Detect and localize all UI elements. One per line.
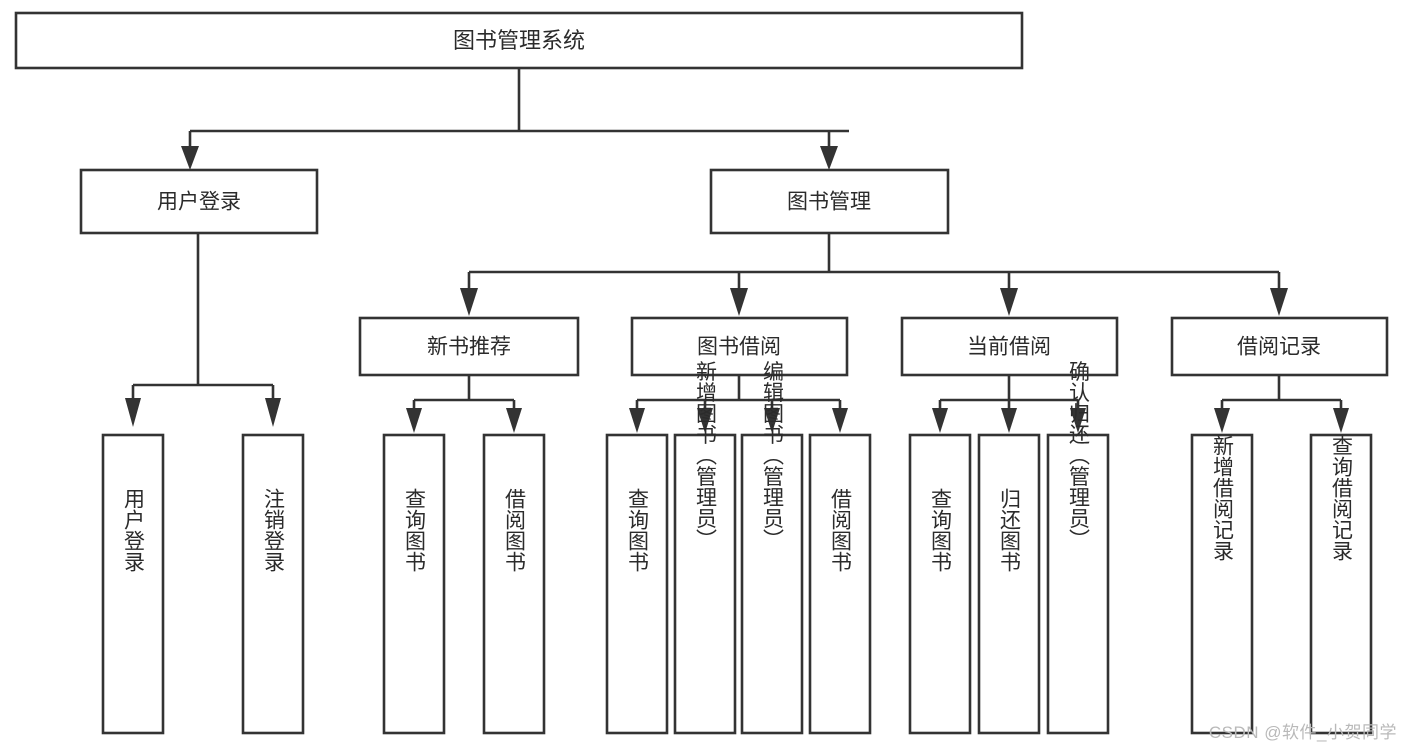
leaf-record-query-record[interactable]: 查询借阅记录 [1309,433,1373,735]
leaf-newbook-borrow-book[interactable]: 借阅图书 [482,433,546,735]
leaf-user-login-label: 用户登录 [122,488,146,572]
leaf-current-query-book-label: 查询图书 [929,488,953,572]
node-book-management-label: 图书管理 [787,191,871,214]
node-current-borrow-label: 当前借阅 [967,336,1051,359]
leaf-newbook-query-book[interactable]: 查询图书 [382,433,446,735]
node-borrow-record-label: 借阅记录 [1237,336,1321,359]
leaf-record-add-record-label: 新增借阅记录 [1211,435,1235,561]
leaf-current-confirm-return-admin[interactable]: 确认归还（管理员） [1046,361,1110,735]
leaf-borrow-add-book-admin[interactable]: 新增图书（管理员） [673,361,737,735]
csdn-watermark: CSDN @软件_小贺同学 [1208,723,1397,742]
node-current-borrow[interactable]: 当前借阅 [900,316,1119,377]
node-book-borrow[interactable]: 图书借阅 [630,316,849,377]
node-new-book-recommend-label: 新书推荐 [427,336,511,359]
node-user-login-label: 用户登录 [157,191,241,214]
node-new-book-recommend[interactable]: 新书推荐 [358,316,580,377]
leaf-borrow-edit-book-admin[interactable]: 编辑图书（管理员） [740,361,804,735]
leaf-user-login[interactable]: 用户登录 [101,433,165,735]
node-book-borrow-label: 图书借阅 [697,336,781,359]
leaf-record-query-record-label: 查询借阅记录 [1330,435,1354,561]
connector-bookborrow-to-leaves [629,375,848,433]
node-borrow-record[interactable]: 借阅记录 [1170,316,1389,377]
leaf-borrow-add-book-admin-label: 新增图书（管理员） [694,361,718,550]
connector-bookmgmt-to-level3 [460,233,1288,316]
node-root-label: 图书管理系统 [453,28,585,53]
leaf-logout-login[interactable]: 注销登录 [241,433,305,735]
leaf-borrow-edit-book-admin-label: 编辑图书（管理员） [761,361,785,550]
leaf-newbook-query-book-label: 查询图书 [403,488,427,572]
leaf-borrow-query-book-label: 查询图书 [626,488,650,572]
leaf-newbook-borrow-book-label: 借阅图书 [503,488,527,572]
leaf-current-return-book[interactable]: 归还图书 [977,433,1041,735]
connector-root-to-level2 [181,68,849,170]
leaf-record-add-record[interactable]: 新增借阅记录 [1190,433,1254,735]
connector-newbook-to-leaves [406,375,522,433]
connector-userlogin-to-leaves [125,233,281,427]
node-book-management[interactable]: 图书管理 [709,168,950,235]
leaf-current-return-book-label: 归还图书 [998,488,1022,572]
node-user-login[interactable]: 用户登录 [79,168,319,235]
connector-borrowrecord-to-leaves [1214,375,1349,433]
leaf-borrow-borrow-book[interactable]: 借阅图书 [808,433,872,735]
leaf-borrow-borrow-book-label: 借阅图书 [829,488,853,572]
leaf-current-confirm-return-admin-label: 确认归还（管理员） [1067,361,1091,550]
leaf-borrow-query-book[interactable]: 查询图书 [605,433,669,735]
node-root-book-management-system[interactable]: 图书管理系统 [14,11,1024,70]
connector-currentborrow-to-leaves [932,375,1086,433]
leaf-logout-login-label: 注销登录 [262,488,286,572]
leaf-current-query-book[interactable]: 查询图书 [908,433,972,735]
